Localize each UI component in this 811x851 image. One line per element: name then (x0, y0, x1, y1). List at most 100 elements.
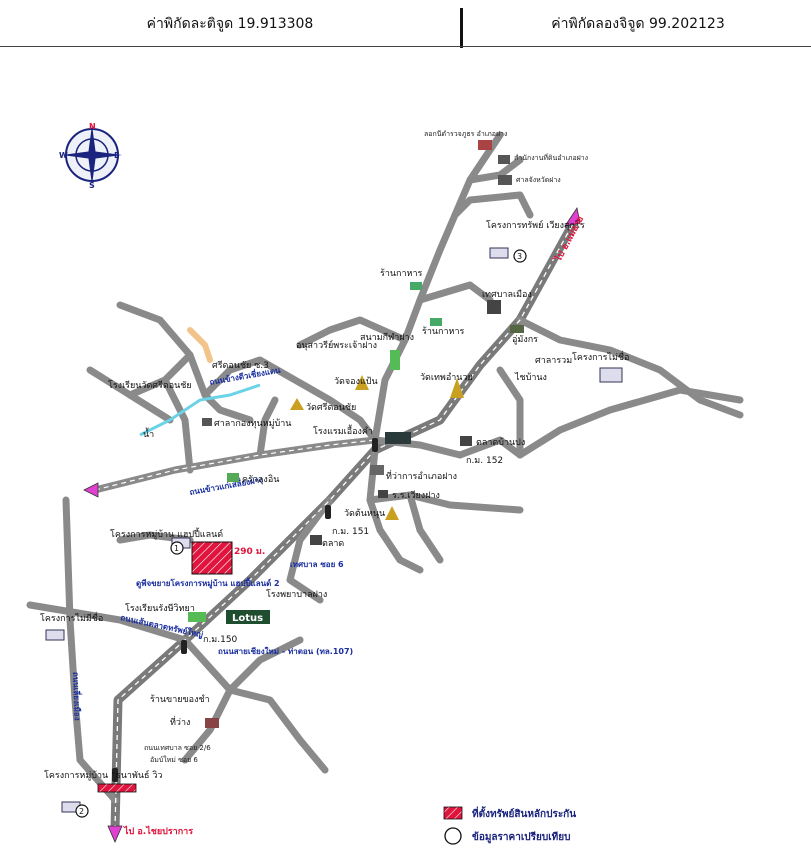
road-west-6 (86, 366, 174, 424)
road-east-3 (496, 366, 524, 459)
label-municipal-soi6: เทศบาล ซอย 6 (290, 560, 344, 569)
legend-collateral-label: ที่ตั้งทรัพย์สินหลักประกัน (472, 806, 576, 820)
label-project-mai-sue: โครงการไม่ชื่อ (572, 350, 629, 363)
label-water: น้ำ (143, 427, 154, 440)
label-project-1: โครงการหมู่บ้าน แฮปปี้แลนด์ (110, 527, 223, 540)
road-south-east-1 (181, 636, 234, 764)
label-project-3: โครงการทรัพย์ เวียงสุกโร (486, 219, 585, 231)
legend-comparison-label: ข้อมูลราคาเปรียบเทียบ (472, 831, 570, 844)
label-kitchen: ครัวลุงอิน (242, 474, 279, 485)
label-wat-thep: วัดเทพอำนวย (420, 372, 473, 383)
building-icon (510, 325, 524, 333)
label-project-2: โครงการหมู่บ้าน "ธนาพันธ์ วิว (44, 769, 162, 781)
label-lotus: Lotus (232, 613, 263, 624)
building-icon (487, 300, 501, 314)
building-icon (498, 155, 510, 164)
building-icon (599, 367, 623, 383)
label-wat-nongnun: วัดต้นหนุน (344, 508, 385, 519)
label-school-wiang: ร.ร.เวียงฝาง (392, 490, 440, 501)
building-icon (370, 465, 384, 475)
label-wat-chomchaeng: วัดจองแป้น (334, 376, 378, 387)
west-road-centerline (94, 439, 376, 491)
road-main-highway (110, 215, 580, 835)
label-distance: 290 ม. (234, 547, 265, 557)
label-km150: ก.ม.150 (203, 635, 238, 645)
temple-icon (355, 375, 369, 390)
comparison-marker-1 (170, 541, 184, 555)
compass-north: N (89, 122, 96, 131)
longitude-label: ค่าพิกัดลองจิจูด 99.202123 (551, 16, 725, 32)
legend-comparison-swatch (444, 827, 462, 845)
building-icon (478, 140, 492, 150)
temple-icon (290, 398, 304, 410)
collateral-property (97, 541, 233, 793)
road-west-4 (161, 376, 194, 474)
temple-icon (385, 506, 399, 520)
label-district-office: ที่ว่าการอำเภอฝาง (386, 469, 457, 482)
label-market-ban-pong: ตลาดบ้านปง (476, 437, 525, 448)
comparison-marker-3 (513, 249, 527, 263)
compass-rose: N S E W (59, 122, 122, 190)
label-municipal-soi2: ถนนเทศบาล ซอย 2/6 (144, 744, 211, 752)
place-labels: ลอกนีดำรวจภูธร อำเภอฝาง สำนักงานที่ดินอำ… (40, 130, 629, 837)
label-km152: ก.ม. 152 (466, 456, 503, 466)
compass-east: E (114, 151, 119, 160)
building-icon (498, 175, 512, 185)
building-icon (205, 718, 219, 728)
compass-south: S (89, 181, 95, 190)
building-icon (430, 318, 442, 326)
traffic-light-icon (372, 438, 378, 452)
road-south-2 (366, 491, 524, 514)
label-restaurant-1: ร้านกาหาร (380, 268, 423, 279)
comparison-marker-3-label: 3 (517, 252, 522, 261)
building-icon (390, 350, 400, 370)
road-north-2 (451, 191, 534, 219)
lotus-sign (226, 610, 270, 624)
label-sala: ศาลารวม (535, 356, 572, 366)
traffic-lights (112, 438, 378, 782)
comparison-marker-2 (75, 804, 89, 818)
arrow-to-chai-prakan (107, 825, 123, 843)
label-school-rangsri: โรงเรียนรังษีวิทยา (125, 603, 195, 614)
label-project-mai-sue-2: โครงการไม่มีชื่อ (40, 611, 103, 624)
building-icon (378, 490, 388, 498)
label-chiangmai-soi: อัมบ์ใหม่ ซอย 6 (150, 755, 198, 764)
road-south-west-1 (26, 601, 189, 644)
building-icon (310, 535, 322, 545)
label-monument: อนุสาวรีย์พระเจ้าฝาง (296, 339, 377, 351)
label-happyland-2: ดูพีจขยายโครงการหมู่บ้าน แฮปปี้แลนด์ 2 (136, 577, 280, 589)
arrow-to-mae-ai (564, 206, 581, 227)
collateral-marker-south (97, 783, 137, 793)
road-north-5 (416, 281, 494, 304)
hotel-icon (385, 432, 411, 444)
building-icon (227, 473, 239, 482)
traffic-light-icon (181, 640, 187, 654)
label-vacant: ที่ว่าง (170, 715, 190, 728)
arrow-west (83, 482, 99, 498)
label-village-hall: ศาลากองทุนหมู่บ้าน (214, 418, 291, 429)
building-icon (188, 612, 206, 622)
label-school-sridonchai: โรงเรียนวัดศรีดอนชัย (108, 380, 192, 391)
highway-centerline (114, 219, 576, 831)
collateral-parcel (191, 541, 233, 575)
road-south-east-3 (226, 636, 304, 694)
road-south-east-2 (226, 686, 329, 774)
label-shop-laundry: ร้านขายของชำ (150, 694, 210, 705)
label-km151: ก.ม. 151 (332, 527, 369, 537)
traffic-light-icon (112, 768, 118, 782)
compass-west: W (59, 151, 68, 160)
label-hotel: โรงแรมเอื้องคำ (313, 424, 373, 437)
road-south-4 (286, 496, 334, 604)
road-west-1 (116, 301, 254, 424)
latitude-label: ค่าพิกัดละติจูด 19.913308 (146, 16, 314, 32)
building-icon (460, 436, 472, 446)
label-sridonchai-soi: ศรีดอนชัย ซ.3 (212, 360, 269, 371)
comparison-marker-1-label: 1 (174, 544, 179, 553)
temple-icon (450, 378, 464, 398)
road-east-1 (456, 386, 744, 459)
label-restaurant-2: ร้านกาหาร (422, 326, 465, 337)
building-icon (45, 629, 65, 641)
header-divider (460, 8, 463, 48)
road-west-5 (256, 396, 279, 459)
